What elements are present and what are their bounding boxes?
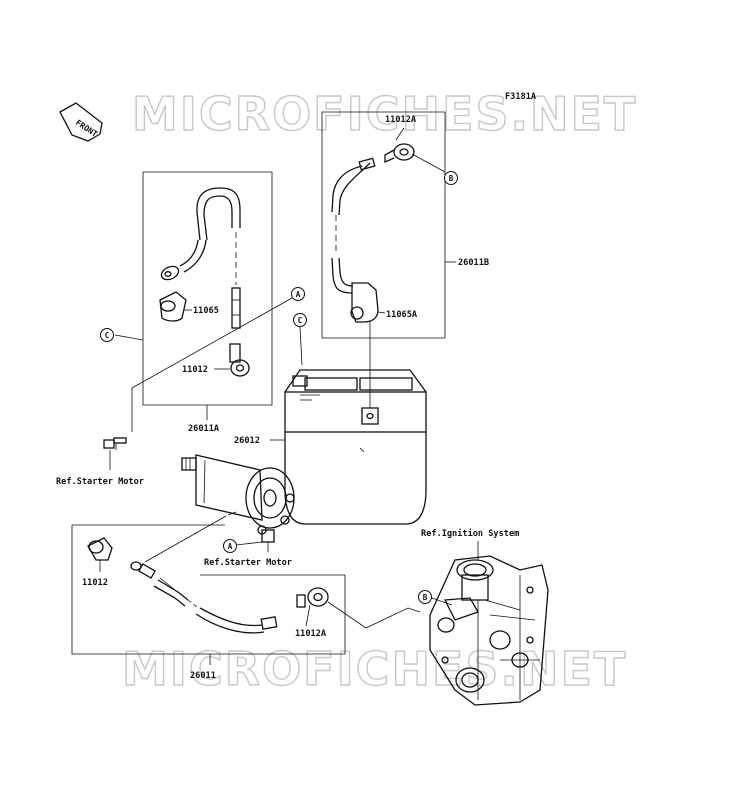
cable-26011a <box>159 187 250 377</box>
box-26011b <box>321 111 456 339</box>
callout-b-top-label: B <box>449 174 454 183</box>
callout-c-left <box>100 328 114 342</box>
front-arrow-icon: FRONT <box>59 102 103 142</box>
callout-a-mid-label: A <box>228 542 233 551</box>
callout-b-low <box>418 590 432 604</box>
label-11012-low: 11012 <box>82 578 108 588</box>
callout-c-battery <box>293 313 307 327</box>
label-ref-starter-left: Ref.Starter Motor <box>56 477 144 487</box>
label-26012: 26012 <box>234 436 260 446</box>
cable-26011 <box>87 537 329 634</box>
cable-26011b <box>331 127 446 323</box>
callout-c-left-label: C <box>105 331 110 340</box>
label-26011b: 26011B <box>458 258 489 268</box>
callout-b-top <box>444 171 458 185</box>
label-26011: 26011 <box>190 671 216 681</box>
box-26011a <box>114 171 273 420</box>
label-11012a-top: 11012A <box>385 115 417 125</box>
callout-a-top-label: A <box>296 290 301 299</box>
box-26011 <box>71 524 346 665</box>
callout-c-battery-label: C <box>298 316 303 325</box>
label-11065: 11065 <box>193 306 219 316</box>
watermark-top: MICROFICHES.NET <box>132 87 637 141</box>
callout-a-top <box>291 287 305 301</box>
label-ref-starter-mid: Ref.Starter Motor <box>204 558 292 568</box>
label-11065a: 11065A <box>386 310 418 320</box>
ignition-housing <box>429 555 549 706</box>
figure-code: F3181A <box>505 92 537 102</box>
callout-a-mid <box>223 539 237 553</box>
label-11012a-low: 11012A <box>295 629 327 639</box>
label-11012: 11012 <box>182 365 208 375</box>
callout-b-low-label: B <box>423 593 428 602</box>
label-26011a: 26011A <box>188 424 220 434</box>
battery <box>284 369 427 525</box>
label-ref-ignition: Ref.Ignition System <box>421 528 519 539</box>
watermark-bottom: MICROFICHES.NET <box>122 642 627 696</box>
starter-motor <box>181 454 295 552</box>
bolt-icon <box>103 437 127 450</box>
